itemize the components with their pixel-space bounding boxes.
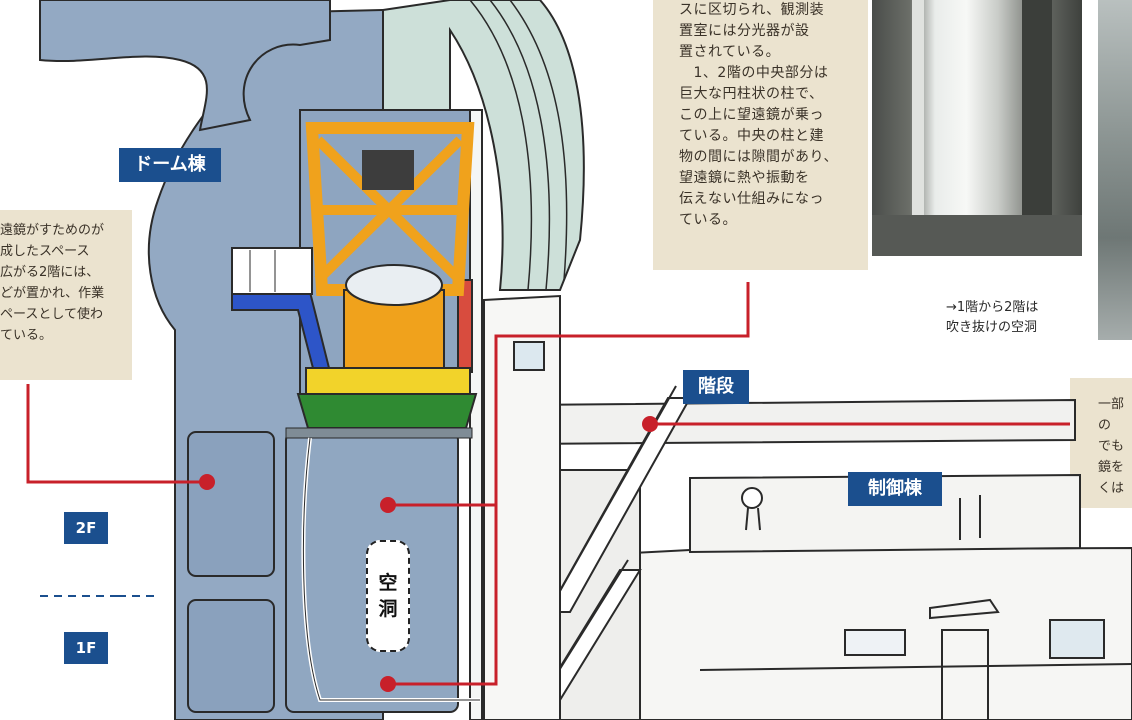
marker-dot-2f [199,474,215,490]
leader-lines [26,282,1070,686]
void-char-1: 空 [378,572,398,594]
void-char-2: 洞 [378,598,398,620]
dome-building-roof [39,0,331,132]
photo-telescope-floor [1098,0,1132,340]
label-stairs: 階段 [683,370,749,404]
photo-caption: →1階から2階は 吹き抜けの空洞 [946,300,1039,335]
dome-shell [382,0,585,291]
dome-slit [469,109,483,720]
marker-dot-void-lower [380,676,396,692]
note-left: 遠鏡がすためのが 成したスペース 広がる2階には、 どが置かれ、作業 ペースとし… [0,210,132,380]
label-void: 空 洞 [366,540,410,652]
note-top-center: スに区切られ、観測装 置室には分光器が設 置されている。 1、2階の中央部分は … [653,0,868,270]
label-floor-2f: 2F [64,512,108,544]
telescope-illustration [231,122,480,702]
marker-dot-stairs [642,416,658,432]
control-building [499,398,1132,720]
label-floor-1f: 1F [64,632,108,664]
marker-dot-void-upper [380,497,396,513]
label-control-building: 制御棟 [848,472,942,506]
interior-panels [187,431,459,713]
photo-pillar-interior [872,0,1082,256]
label-dome-building: ドーム棟 [119,148,221,182]
